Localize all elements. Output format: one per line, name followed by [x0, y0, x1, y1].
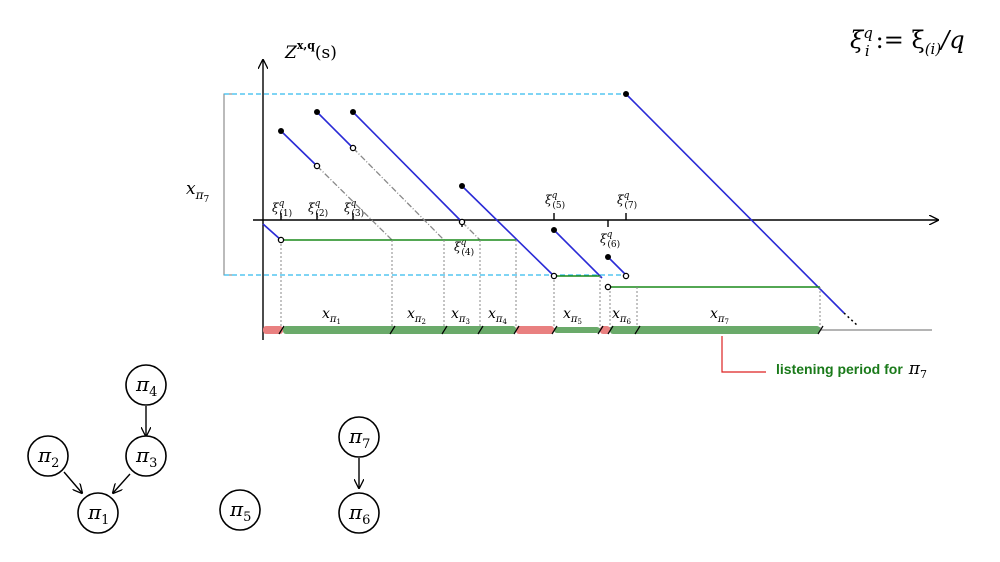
xi-label-5: ξq(5) — [545, 191, 565, 211]
xi-label-4: ξq(4) — [454, 238, 474, 258]
blue-line-continuation — [843, 312, 859, 327]
node-pi1 — [77, 492, 119, 534]
period-dividers — [280, 240, 821, 330]
xi-label-7: ξq(7) — [617, 191, 637, 211]
xi-label-3: ξq(3) — [344, 199, 364, 219]
listening-pointer — [721, 336, 766, 373]
axis-ticks — [280, 213, 627, 227]
idle-bands — [263, 326, 610, 334]
node-pi7 — [338, 416, 380, 458]
decay-dashdot-lines — [316, 147, 481, 241]
y-axis-label: Zx,q(s) — [284, 39, 337, 63]
decay-blue-lines — [262, 93, 845, 314]
node-label-pi1: π1 — [87, 500, 109, 528]
xi-label-6: ξq(6) — [600, 230, 620, 250]
node-label-pi3: π3 — [135, 443, 157, 471]
open-points — [277, 144, 630, 291]
timeline-ticks — [278, 325, 824, 335]
graph-edges — [63, 406, 359, 493]
period-label-1: xπ1 — [322, 306, 341, 326]
green-levels — [281, 239, 820, 288]
graph-nodes — [27, 364, 380, 534]
node-pi6 — [338, 492, 380, 534]
node-label-pi4: π4 — [135, 372, 157, 400]
filled-points — [278, 91, 629, 260]
node-pi5 — [219, 489, 261, 531]
height-label: xπ7 — [186, 179, 209, 205]
period-label-7: xπ7 — [710, 306, 729, 326]
node-pi4 — [125, 364, 167, 406]
node-pi2 — [27, 435, 69, 477]
period-label-6: xπ6 — [612, 306, 631, 326]
height-bracket — [223, 93, 237, 276]
node-label-pi7: π7 — [348, 424, 370, 452]
xi-label-1: ξq(1) — [272, 199, 292, 219]
period-label-5: xπ5 — [563, 306, 582, 326]
period-label-3: xπ3 — [451, 306, 470, 326]
node-pi3 — [125, 435, 167, 477]
node-label-pi6: π6 — [348, 500, 370, 528]
period-label-4: xπ4 — [488, 306, 507, 326]
xi-label-2: ξq(2) — [308, 199, 328, 219]
node-label-pi2: π2 — [37, 443, 59, 471]
dependency-graph: π4 π2 π3 π1 π5 π7 π6 — [27, 364, 380, 534]
period-label-2: xπ2 — [407, 306, 426, 326]
node-label-pi5: π5 — [229, 497, 251, 525]
busy-bands — [283, 326, 820, 334]
